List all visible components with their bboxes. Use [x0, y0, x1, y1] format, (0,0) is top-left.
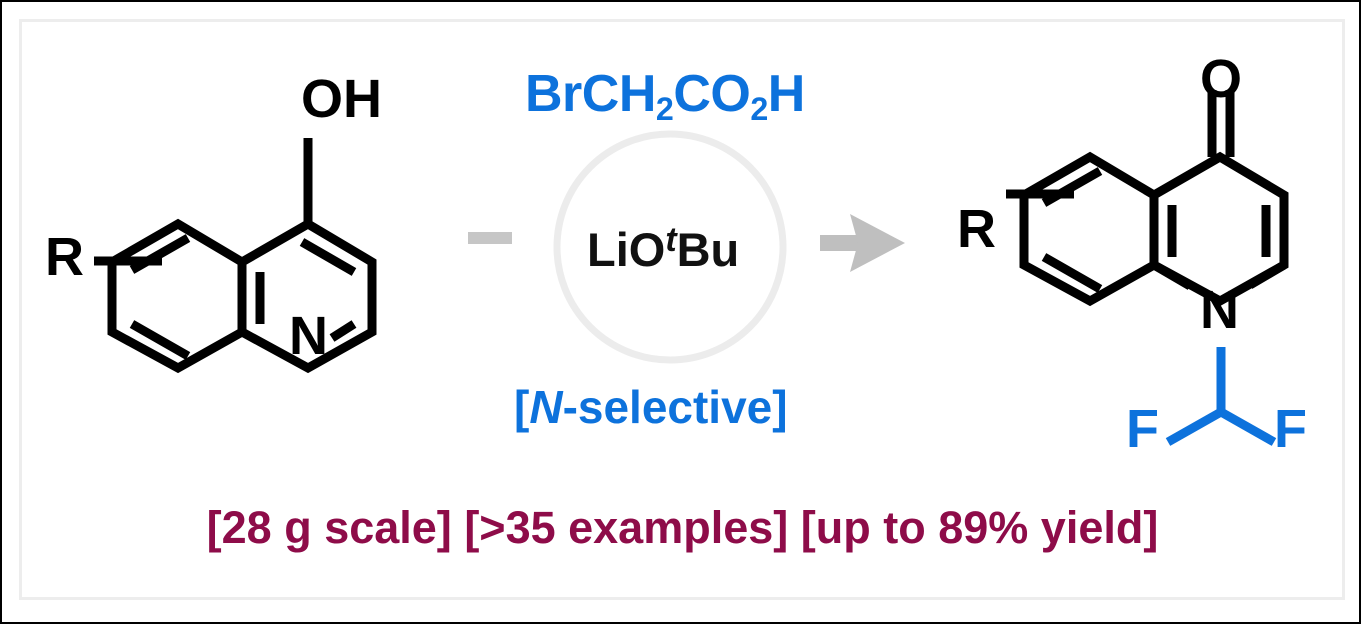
footer-scale: [28 g scale] [206, 502, 452, 553]
reaction-arrow [820, 214, 905, 272]
base-part-1: LiO [587, 223, 666, 277]
c-f-bond-right [1218, 408, 1277, 446]
minus-dash-symbol [468, 232, 512, 244]
pyridinone-n-c8a-bond [1151, 261, 1193, 290]
footer-yield: [up to 89% yield] [800, 502, 1159, 553]
reactant-r-group-label: R [45, 227, 84, 287]
product-ring-nitrogen-label: N [1200, 280, 1239, 340]
footer-examples: [>35 examples] [464, 502, 789, 553]
product-fluorine-left-label: F [1126, 399, 1159, 459]
product-carbonyl-oxygen-label: O [1200, 49, 1243, 109]
footer-summary: [28 g scale] [>35 examples] [up to 89% y… [2, 502, 1359, 554]
product-fluorine-right-label: F [1274, 399, 1307, 459]
reagent-subscript-1: 2 [655, 91, 674, 128]
base-superscript-t: t [665, 221, 677, 259]
product-r-group-label: R [957, 199, 996, 259]
benzo-inner-bond-2-product [1041, 253, 1103, 293]
pyridine-inner-bond-1 [299, 238, 357, 276]
base-label: LiOtBu [587, 221, 740, 277]
reagent-subscript-2: 2 [750, 91, 768, 128]
conditions-graphics [468, 130, 905, 364]
selectivity-label: [N-selective] [514, 384, 788, 430]
base-part-2: Bu [676, 223, 740, 277]
reactant-structure [94, 138, 377, 374]
c-f-bond-left [1165, 408, 1224, 446]
reagent-part-2: CO [673, 65, 751, 123]
reactant-hydroxyl-label: OH [301, 69, 382, 129]
conditions-circle [553, 130, 787, 364]
benzo-inner-bond-2 [129, 320, 191, 360]
selectivity-rest: -selective] [562, 381, 788, 433]
difluoromethyl-group [1165, 347, 1277, 446]
reactant-ring-nitrogen-label: N [289, 306, 328, 366]
reagent-label: BrCH2CO2H [525, 68, 805, 125]
selectivity-italic-n: N [529, 381, 563, 433]
reagent-part-3: H [767, 65, 806, 123]
reagent-part-1: BrCH [525, 65, 656, 123]
pyridinone-n-c2-bond [1247, 261, 1287, 289]
pyridine-inner-bond-2 [329, 320, 357, 342]
selectivity-open-bracket: [ [514, 381, 530, 433]
product-structure [1006, 90, 1289, 307]
